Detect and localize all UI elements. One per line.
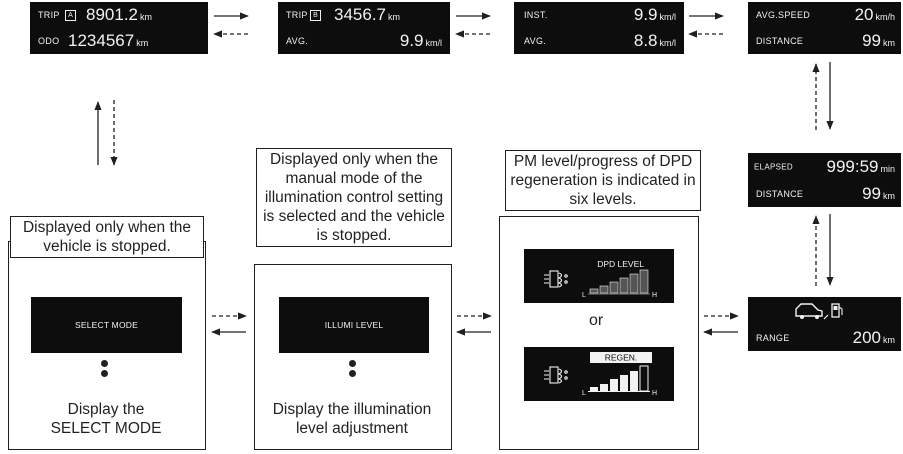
or-text: or: [589, 312, 604, 329]
inst-label: INST.: [524, 10, 548, 20]
screen-illumi-level: ILLUMI LEVEL: [279, 297, 429, 353]
trip-a-label: TRIP: [38, 10, 60, 20]
inst-avg-label: AVG.: [524, 36, 547, 46]
regen-low: L: [582, 390, 586, 397]
odo-label: ODO: [38, 36, 60, 46]
regen-graphic: REGEN. L H: [544, 352, 657, 397]
trip-b-badge: B: [310, 10, 321, 21]
illumi-level-text: ILLUMI LEVEL: [324, 320, 384, 330]
dpd-filter-icon: [544, 270, 568, 288]
bottom-text-illumi: Display the illumination level adjustmen…: [272, 401, 432, 437]
screen-select-mode: SELECT MODE: [31, 297, 182, 353]
dpd-level-graphic: DPD LEVEL L H: [544, 259, 657, 299]
dpd-level-low: L: [582, 292, 586, 299]
bottom-text-select: Display the SELECT MODE: [50, 401, 162, 437]
dpd-level-title: DPD LEVEL: [597, 259, 644, 269]
car-fuel-icon: [795, 303, 843, 320]
caption-illumi: Displayed only when the manual mode of t…: [256, 148, 452, 247]
regen-high: H: [652, 390, 657, 397]
avg-distance-label: DISTANCE: [756, 36, 804, 46]
screen-dpd-level: DPD LEVEL L H: [524, 249, 674, 303]
screen-regen: REGEN. L H: [524, 347, 674, 401]
caption-select: Displayed only when the vehicle is stopp…: [10, 216, 204, 258]
select-dot-1: [101, 360, 108, 367]
illumi-panel: [254, 264, 452, 450]
select-dot-2: [101, 370, 108, 377]
trip-a-badge: A: [65, 10, 76, 21]
select-mode-text: SELECT MODE: [75, 320, 138, 330]
illumi-dot-2: [349, 370, 356, 377]
dpd-level-high: H: [652, 292, 657, 299]
avg-speed-label: AVG.SPEED: [756, 10, 811, 20]
range-label: RANGE: [756, 332, 790, 343]
trip-b-label: TRIP: [286, 10, 308, 20]
regen-title: REGEN.: [605, 353, 638, 363]
regen-filter-icon: [544, 366, 568, 384]
elapsed-distance-label: DISTANCE: [756, 188, 804, 199]
caption-dpd: PM level/progress of DPD regeneration is…: [505, 150, 701, 211]
illumi-dot-1: [349, 360, 356, 367]
elapsed-label: ELAPSED: [754, 162, 794, 171]
avg-b-label: AVG.: [286, 36, 309, 46]
